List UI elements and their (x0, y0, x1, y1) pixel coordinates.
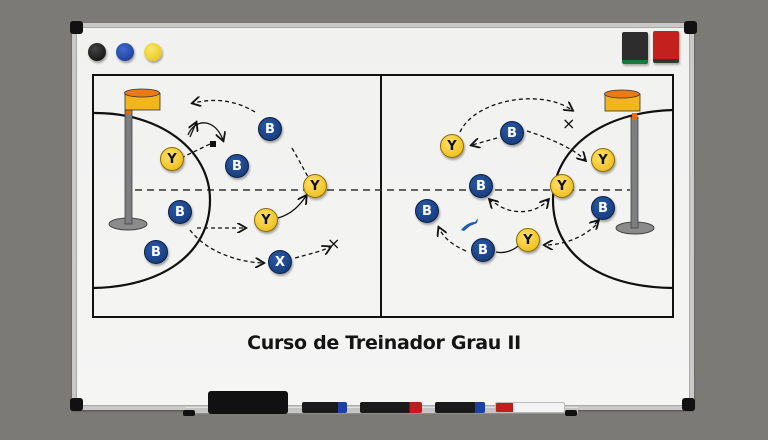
board-title: Curso de Treinador Grau II (247, 332, 521, 354)
token-blue-b[interactable]: B (500, 121, 524, 145)
token-blue-x[interactable]: X (268, 250, 292, 274)
token-blue-b[interactable]: B (471, 238, 495, 262)
token-blue-b[interactable]: B (258, 117, 282, 141)
token-blue-b[interactable]: B (469, 174, 493, 198)
marker-1[interactable] (302, 402, 347, 413)
token-blue-b[interactable]: B (415, 199, 439, 223)
token-yellow-y[interactable]: Y (254, 208, 278, 232)
frame-corner-top-left (70, 21, 83, 34)
marker-3[interactable] (435, 402, 485, 413)
token-yellow-y[interactable]: Y (440, 134, 464, 158)
eraser-black[interactable] (622, 32, 648, 64)
frame-corner-bottom-right (682, 398, 695, 411)
court-diagram (92, 74, 674, 318)
eraser-red[interactable] (653, 31, 679, 63)
token-blue-b[interactable]: B (591, 196, 615, 220)
magnet-blue[interactable] (116, 43, 134, 61)
frame-corner-bottom-left (70, 398, 83, 411)
token-yellow-y[interactable]: Y (516, 228, 540, 252)
tray-bracket-right (565, 410, 577, 416)
token-yellow-y[interactable]: Y (303, 174, 327, 198)
marker-2[interactable] (360, 402, 422, 413)
token-blue-b[interactable]: B (168, 200, 192, 224)
token-blue-b[interactable]: B (225, 154, 249, 178)
magnet-yellow[interactable] (144, 43, 162, 61)
right-shooting-arc (551, 108, 674, 290)
tray-eraser[interactable] (208, 391, 288, 414)
tray-bracket-left (183, 410, 195, 416)
token-yellow-y[interactable]: Y (550, 174, 574, 198)
token-yellow-y[interactable]: Y (591, 148, 615, 172)
left-goal-post (108, 88, 161, 231)
magnet-black[interactable] (88, 43, 106, 61)
frame-corner-top-right (684, 21, 697, 34)
x-mark-icon: × (327, 234, 341, 253)
marker-4[interactable] (495, 402, 565, 413)
x-mark-icon: × (562, 114, 576, 133)
token-yellow-y[interactable]: Y (160, 147, 184, 171)
token-blue-b[interactable]: B (144, 240, 168, 264)
right-goal-post (604, 89, 655, 235)
court-boundary (92, 74, 674, 318)
left-shooting-arc (92, 111, 212, 290)
